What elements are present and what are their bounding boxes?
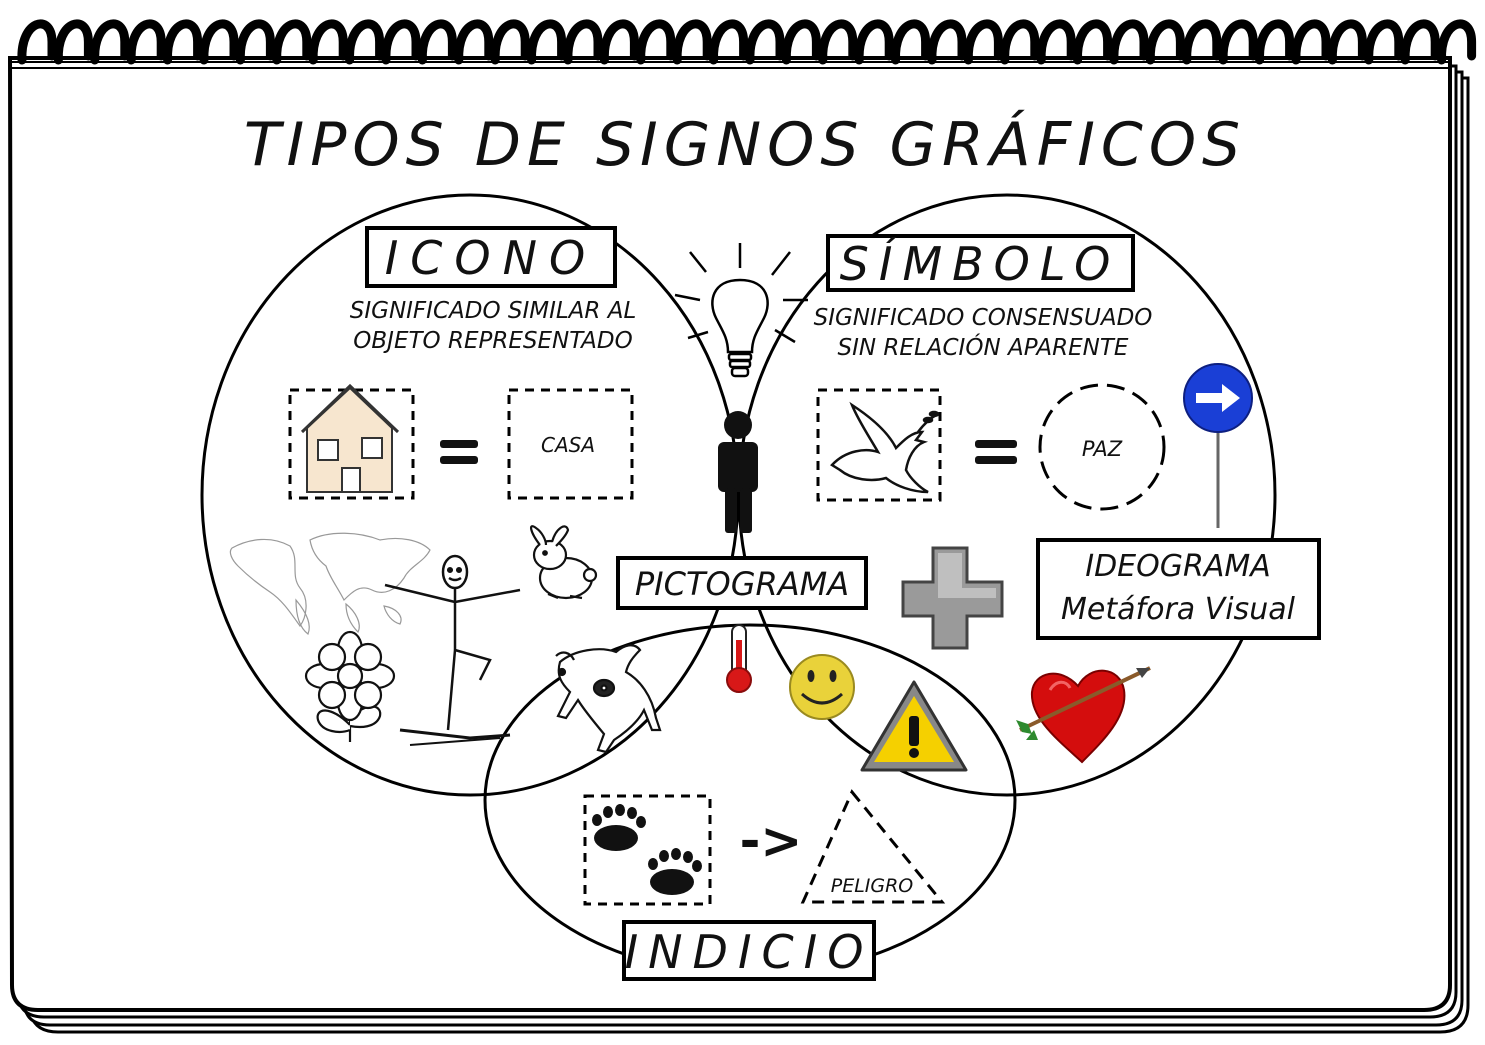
spiral-loop bbox=[308, 19, 348, 65]
ideograma-label-box: IDEOGRAMA Metáfora Visual bbox=[1036, 538, 1321, 640]
house-example-box bbox=[288, 388, 415, 500]
casa-example-box bbox=[507, 388, 634, 500]
paw-example-box bbox=[583, 794, 712, 906]
icono-desc-line2: OBJETO REPRESENTADO bbox=[353, 328, 632, 354]
spiral-loop bbox=[1291, 19, 1331, 65]
icono-label-box: ICONO bbox=[365, 226, 617, 288]
spiral-loop bbox=[126, 19, 166, 65]
flower-icon bbox=[304, 630, 396, 742]
spiral-loop bbox=[17, 19, 57, 65]
spiral-loop bbox=[1218, 19, 1258, 65]
simbolo-desc-line2: SIN RELACIÓN APARENTE bbox=[838, 333, 1129, 361]
spiral-loop bbox=[1145, 19, 1185, 65]
plus-icon bbox=[901, 546, 1004, 650]
spiral-binding bbox=[17, 19, 1477, 65]
spiral-loop bbox=[1036, 19, 1076, 65]
spiral-loop bbox=[163, 19, 203, 65]
heart-arrow-icon bbox=[1016, 666, 1151, 764]
spiral-loop bbox=[818, 19, 858, 65]
spiral-loop bbox=[1109, 19, 1149, 65]
smiley-icon bbox=[789, 654, 855, 720]
spiral-loop bbox=[672, 19, 712, 65]
pictograma-label: PICTOGRAMA bbox=[635, 565, 849, 603]
lightbulb-icon bbox=[674, 243, 808, 378]
paz-example-circle bbox=[1038, 383, 1166, 511]
simbolo-label: SÍMBOLO bbox=[840, 237, 1121, 291]
spiral-loop bbox=[563, 19, 603, 65]
spiral-loop bbox=[1364, 19, 1404, 65]
paz-word: PAZ bbox=[1082, 437, 1123, 461]
spiral-loop bbox=[745, 19, 785, 65]
spiral-loop bbox=[599, 19, 639, 65]
indicio-arrow: -> bbox=[740, 812, 803, 870]
stick-figure-icon bbox=[384, 554, 521, 746]
page-title: TIPOS DE SIGNOS GRÁFICOS bbox=[244, 109, 1246, 180]
bear-paw-icon bbox=[592, 804, 702, 895]
spiral-loop bbox=[272, 19, 312, 65]
spiral-loop bbox=[891, 19, 931, 65]
spiral-loop bbox=[1400, 19, 1440, 65]
equals-sign-icono bbox=[440, 440, 478, 464]
house-icon bbox=[300, 383, 400, 493]
spiral-loop bbox=[963, 19, 1003, 65]
spiral-loop bbox=[345, 19, 385, 65]
ideograma-label-line1: IDEOGRAMA bbox=[1085, 549, 1271, 584]
spiral-loop bbox=[1255, 19, 1295, 65]
spiral-loop bbox=[636, 19, 676, 65]
spiral-loop bbox=[854, 19, 894, 65]
casa-word: CASA bbox=[541, 433, 595, 457]
indicio-label: INDICIO bbox=[625, 925, 874, 979]
person-icon bbox=[718, 411, 758, 533]
dove-example-box bbox=[816, 388, 942, 502]
spiral-loop bbox=[454, 19, 494, 65]
rabbit-icon bbox=[530, 525, 598, 600]
one-way-sign-icon bbox=[1183, 363, 1253, 528]
icono-desc-line1: SIGNIFICADO SIMILAR AL bbox=[350, 298, 637, 324]
spiral-loop bbox=[527, 19, 567, 65]
spiral-loop bbox=[781, 19, 821, 65]
indicio-label-box: INDICIO bbox=[622, 920, 876, 981]
simbolo-circle bbox=[737, 193, 1277, 797]
spiral-loop bbox=[199, 19, 239, 65]
world-map-icon bbox=[229, 532, 431, 635]
simbolo-label-box: SÍMBOLO bbox=[826, 234, 1135, 292]
ideograma-label-line2: Metáfora Visual bbox=[1061, 592, 1296, 627]
spiral-loop bbox=[235, 19, 275, 65]
spiral-loop bbox=[90, 19, 130, 65]
thermometer-icon bbox=[726, 624, 752, 693]
pictograma-label-box: PICTOGRAMA bbox=[616, 556, 868, 610]
peligro-word: PELIGRO bbox=[831, 875, 914, 897]
equals-sign-simbolo bbox=[975, 440, 1017, 464]
spiral-loop bbox=[927, 19, 967, 65]
spiral-loop bbox=[1073, 19, 1113, 65]
spiral-loop bbox=[1327, 19, 1367, 65]
dog-icon bbox=[555, 644, 662, 754]
spiral-loop bbox=[53, 19, 93, 65]
spiral-loop bbox=[490, 19, 530, 65]
peligro-triangle bbox=[800, 789, 946, 904]
icono-label: ICONO bbox=[385, 231, 598, 285]
spiral-loop bbox=[1437, 19, 1477, 65]
spiral-loop bbox=[709, 19, 749, 65]
spiral-loop bbox=[1000, 19, 1040, 65]
simbolo-desc-line1: SIGNIFICADO CONSENSUADO bbox=[814, 305, 1153, 331]
spiral-loop bbox=[1182, 19, 1222, 65]
spiral-loop bbox=[417, 19, 457, 65]
dove-icon bbox=[830, 401, 940, 494]
warning-sign-icon bbox=[860, 680, 968, 772]
spiral-loop bbox=[381, 19, 421, 65]
